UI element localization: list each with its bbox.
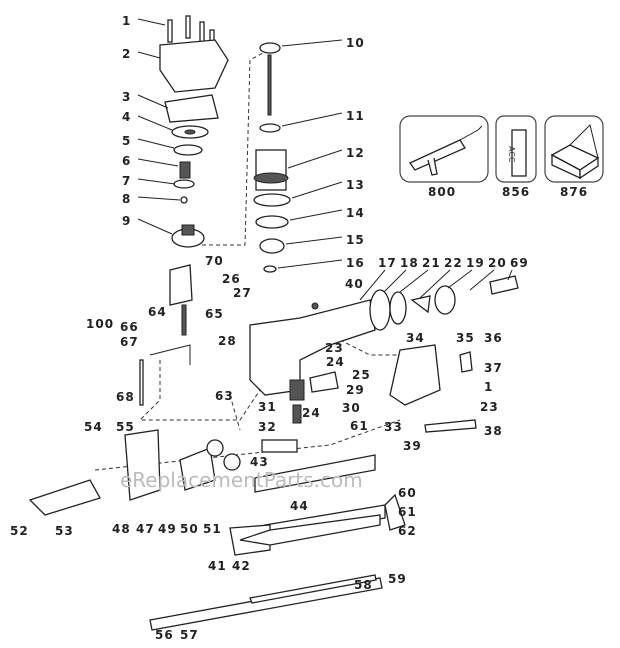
watermark: eReplacementParts.com [120,468,363,492]
label-12: 12 [346,146,365,160]
label-70: 70 [205,254,224,268]
card-acc-icon: ACC [507,129,527,177]
label-39: 39 [403,439,422,453]
parts-box-icon [550,124,600,180]
label-24: 24 [326,355,345,369]
label-11: 11 [346,109,365,123]
label-52: 52 [10,524,29,538]
accessory-800: 800 [399,115,489,199]
label-68: 68 [116,390,135,404]
label-8: 8 [122,192,131,206]
label-63: 63 [215,389,234,403]
label-14: 14 [346,206,365,220]
label-40: 40 [345,277,364,291]
acc-card-text: ACC [507,146,516,163]
label-32: 32 [258,420,277,434]
nosepiece-assembly [28,344,477,516]
label-62: 62 [398,524,417,538]
label-13: 13 [346,178,365,192]
label-25: 25 [352,368,371,382]
label-2: 2 [122,47,131,61]
accessory-856: ACC 856 [495,115,537,199]
trigger-assembly [139,264,193,406]
label-38: 38 [484,424,503,438]
label-7: 7 [122,174,131,188]
label-30: 30 [342,401,361,415]
label-18: 18 [400,256,419,270]
label-17: 17 [378,256,397,270]
tool-body-housing [249,275,519,424]
accessory-876-number: 876 [560,185,588,199]
part-number-labels: 1 2 3 4 5 6 7 8 9 10 11 12 13 14 15 16 1… [10,14,529,642]
label-43: 43 [250,455,269,469]
label-69: 69 [510,256,529,270]
accessory-876: 876 [544,115,604,199]
label-53: 53 [55,524,74,538]
label-59: 59 [388,572,407,586]
label-21: 21 [422,256,441,270]
label-26: 26 [222,272,241,286]
label-50: 50 [180,522,199,536]
label-15: 15 [346,233,365,247]
label-34: 34 [406,331,425,345]
label-48: 48 [112,522,131,536]
label-3: 3 [122,90,131,104]
label-5: 5 [122,134,131,148]
label-33: 33 [384,420,403,434]
label-65: 65 [205,307,224,321]
label-20: 20 [488,256,507,270]
label-41: 41 [208,559,227,573]
magazine-assembly [149,439,406,631]
cap-assembly [159,15,229,248]
label-51: 51 [203,522,222,536]
piston-cylinder-assembly [253,42,291,273]
label-61b: 61 [398,505,417,519]
caulk-gun-icon [409,125,483,176]
label-4: 4 [122,110,131,124]
label-64: 64 [148,305,167,319]
label-23: 23 [325,341,344,355]
label-19: 19 [466,256,485,270]
label-55: 55 [116,420,135,434]
label-23b: 23 [480,400,499,414]
label-10: 10 [346,36,365,50]
label-60: 60 [398,486,417,500]
label-56: 56 [155,628,174,642]
accessory-800-number: 800 [428,185,456,199]
label-35: 35 [456,331,475,345]
label-6: 6 [122,154,131,168]
label-44: 44 [290,499,309,513]
label-67: 67 [120,335,139,349]
label-36: 36 [484,331,503,345]
label-1: 1 [122,14,131,28]
label-61: 61 [350,419,369,433]
label-28: 28 [218,334,237,348]
label-49: 49 [158,522,177,536]
label-24b: 24 [302,406,321,420]
label-31: 31 [258,400,277,414]
label-66: 66 [120,320,139,334]
label-100: 100 [86,317,114,331]
leader-lines [137,18,513,301]
label-58: 58 [354,578,373,592]
label-57: 57 [180,628,199,642]
label-47: 47 [136,522,155,536]
label-16: 16 [346,256,365,270]
label-29: 29 [346,383,365,397]
accessory-856-number: 856 [502,185,530,199]
label-1b: 1 [484,380,493,394]
label-22: 22 [444,256,463,270]
label-42: 42 [232,559,251,573]
label-27: 27 [233,286,252,300]
label-54: 54 [84,420,103,434]
label-37: 37 [484,361,503,375]
label-9: 9 [122,214,131,228]
assembly-guide-lines [94,51,405,471]
